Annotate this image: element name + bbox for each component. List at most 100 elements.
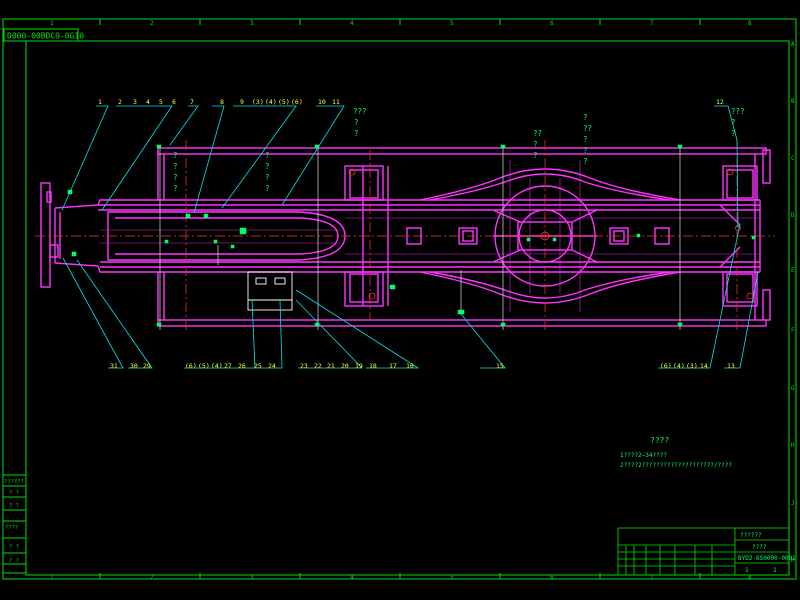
row-label: H	[791, 442, 795, 449]
sheet-page: 1	[745, 567, 749, 574]
callout-label: 1	[98, 98, 102, 106]
callout-label: 13	[727, 362, 735, 370]
col-label: 4	[350, 574, 354, 581]
left-table-cell: ? ?	[9, 544, 19, 550]
callout-label: 9	[240, 98, 244, 106]
callout-label: 21	[327, 362, 335, 370]
col-label: 3	[250, 574, 254, 581]
callout-label: (6)	[660, 362, 672, 370]
annotation-text: ?	[173, 184, 178, 193]
callout-label: (4)	[673, 362, 685, 370]
annotation-text: ??	[533, 129, 542, 138]
callout-label: (5)	[278, 98, 290, 106]
left-table-cell: ??????	[4, 479, 24, 485]
annotation-text: ?	[583, 113, 588, 122]
inner-border	[25, 40, 790, 576]
note-line-1: 1????2—34????	[620, 452, 667, 459]
annotation-text: ?	[354, 129, 359, 138]
title-block-texts: ?????? ???? BYD2-6S0000-0001 1 1	[738, 532, 796, 574]
title-block-top: ??????	[740, 532, 762, 539]
left-table-cell: ????	[5, 525, 18, 531]
callout-label: 8	[220, 98, 224, 106]
annotation-text: ?	[583, 146, 588, 155]
annotation-text: ?	[533, 151, 538, 160]
fittings	[67, 144, 756, 327]
annotation-text: ?	[265, 173, 270, 182]
drawing-code: D000-00BDC9-0G10	[7, 32, 84, 41]
callout-label: 24	[268, 362, 276, 370]
left-revision-table	[2, 474, 27, 574]
left-table-texts: ?????? ? ? ? ? ???? ? ? ? ?	[4, 479, 24, 564]
annotation-text: ?	[173, 151, 178, 160]
row-label: E	[791, 267, 795, 274]
callout-label: 5	[159, 98, 163, 106]
notes-block: ???? 1????2—34???? 2????2???????????????…	[620, 436, 732, 469]
leader-lines	[61, 105, 759, 369]
annotation-text: ?	[265, 184, 270, 193]
callout-label: 22	[314, 362, 322, 370]
annotation-text: ?	[354, 118, 359, 127]
left-table-cell: ? ?	[9, 490, 19, 496]
callout-label: (4)	[265, 98, 277, 106]
callout-label: 27	[224, 362, 232, 370]
annotation-marks: ??? ? ? ?? ? ? ? ?? ? ? ? ? ? ? ? ? ? ? …	[173, 107, 745, 193]
annotation-text: ?	[265, 151, 270, 160]
column-label-texts: 1 2 3 4 5 6 7 8 1 2 3 4 5 6 7 8	[50, 20, 752, 581]
callout-label: 25	[254, 362, 262, 370]
row-label: C	[791, 155, 795, 162]
annotation-text: ?	[583, 157, 588, 166]
row-label: F	[791, 327, 795, 334]
callouts-bottom: 31 30 29 (6) (5) (4) 27 26 25 24 23 22 2…	[110, 362, 735, 370]
col-label: 7	[650, 20, 654, 27]
callout-label: 19	[355, 362, 363, 370]
col-label: 5	[450, 574, 454, 581]
col-label: 7	[650, 574, 654, 581]
callout-label: 10	[318, 98, 326, 106]
annotation-text: ???	[731, 107, 745, 116]
left-table-cell: ? ?	[9, 558, 19, 564]
col-label: 6	[550, 20, 554, 27]
col-label: 8	[748, 20, 752, 27]
notes-title: ????	[650, 436, 669, 445]
column-labels-top	[99, 19, 701, 579]
callout-label: 17	[389, 362, 397, 370]
outer-border	[2, 18, 797, 580]
annotation-text: ??	[583, 124, 592, 133]
callout-label: 16	[406, 362, 414, 370]
tie-lines	[159, 145, 681, 330]
row-label: A	[791, 41, 795, 48]
row-label: B	[791, 98, 795, 105]
row-label: J	[791, 500, 795, 507]
col-label: 8	[748, 574, 752, 581]
col-label: 2	[150, 20, 154, 27]
frame-web-lines	[100, 160, 760, 312]
callouts-top: 1 2 3 4 5 6 7 8 9 (3) (4) (5) (6) 10 11 …	[98, 98, 724, 106]
sheet-total: 1	[773, 567, 777, 574]
callout-label: 23	[300, 362, 308, 370]
title-block	[617, 527, 790, 576]
callout-label: 15	[496, 362, 504, 370]
callout-label: (6)	[291, 98, 303, 106]
annotation-text: ?	[533, 140, 538, 149]
annotation-text: ???	[353, 107, 367, 116]
col-label: 1	[50, 574, 54, 581]
col-label: 1	[50, 20, 54, 27]
callout-label: (4)	[211, 362, 223, 370]
callout-label: 12	[716, 98, 724, 106]
callout-label: (3)	[686, 362, 698, 370]
callout-label: 29	[143, 362, 151, 370]
annotation-text: ?	[583, 135, 588, 144]
note-line-2: 2????2????????????????????/????	[620, 462, 732, 469]
callout-label: 18	[369, 362, 377, 370]
callout-label: 7	[190, 98, 194, 106]
callout-label: 26	[238, 362, 246, 370]
chassis-frame	[40, 147, 771, 327]
row-label: G	[791, 385, 795, 392]
title-block-label: ????	[752, 544, 767, 551]
center-lines	[35, 140, 775, 330]
callout-label: 11	[332, 98, 340, 106]
callout-label: 3	[133, 98, 137, 106]
code-box	[3, 28, 79, 42]
